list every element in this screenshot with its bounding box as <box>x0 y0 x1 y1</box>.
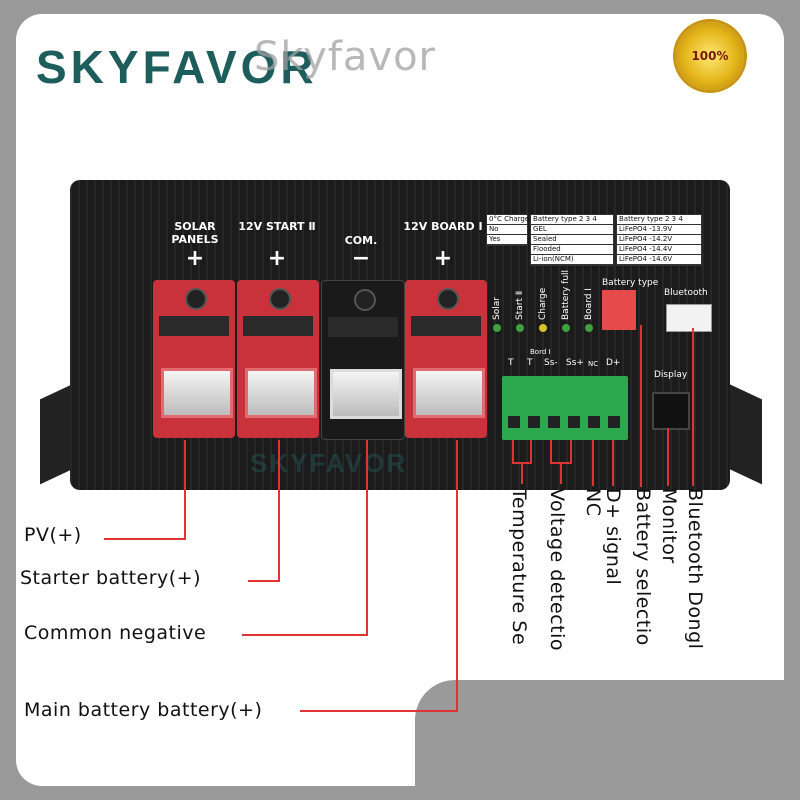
terminal-label-t1: T <box>508 358 514 368</box>
battery-row: GEL <box>531 225 613 235</box>
bluetooth-port <box>666 304 712 332</box>
led-label-battery-full: Battery full <box>561 269 571 320</box>
connector-com <box>321 280 405 440</box>
led-label-solar: Solar <box>492 297 502 320</box>
device-watermark: SKYFAVOR <box>250 448 408 478</box>
polarity-start: + <box>267 246 287 271</box>
bottom-band <box>415 680 800 800</box>
charge-table: 0°C Charge No Yes <box>486 214 530 246</box>
polarity-com: − <box>351 246 371 271</box>
led-start <box>516 324 524 332</box>
connector-start <box>237 280 319 438</box>
brand-logo: SKYFAVOR <box>36 41 318 93</box>
battery-type-label: Battery type <box>602 278 659 288</box>
callout-d-plus-signal: D+ signal <box>602 488 624 586</box>
charge-row: Yes <box>487 235 527 245</box>
callout-monitor: Monitor <box>658 488 680 564</box>
connector-board <box>405 280 487 438</box>
connector-label-com: COM. <box>344 234 378 247</box>
lifepo-table: Battery type 2 3 4 LiFePO4 -13.9V LiFePO… <box>616 214 702 266</box>
connector-label-board: 12V BOARD Ⅰ <box>403 220 483 233</box>
battery-row: Flooded <box>531 245 613 255</box>
callout-starter-battery: Starter battery(+) <box>20 567 202 589</box>
callout-bluetooth-dongle: Bluetooth Dongl <box>684 488 706 650</box>
connector-label-solar: SOLAR PANELS <box>171 220 219 246</box>
callout-main-battery: Main battery battery(+) <box>24 699 263 721</box>
callout-common-negative: Common negative <box>24 622 207 644</box>
battery-row: Sealed <box>531 235 613 245</box>
led-label-charge: Charge <box>538 287 548 320</box>
callout-voltage-detection: Voltage detectio <box>546 488 568 651</box>
guarantee-seal-icon: 100% <box>676 22 744 90</box>
seal-text: 100% <box>691 49 729 63</box>
lifepo-row: LiFePO4 -14.4V <box>617 245 701 255</box>
polarity-board: + <box>433 246 453 271</box>
connector-solar <box>153 280 235 438</box>
lifepo-row: LiFePO4 -14.6V <box>617 255 701 265</box>
callout-nc: NC <box>582 488 604 517</box>
dip-switch[interactable] <box>602 290 636 330</box>
terminal-label-dplus: D+ <box>606 358 621 368</box>
battery-table-header: Battery type 2 3 4 <box>531 215 613 225</box>
brand-watermark: Skyfavor <box>254 34 436 80</box>
terminal-label-nc: NC <box>588 360 599 368</box>
led-battery-full <box>562 324 570 332</box>
bluetooth-label: Bluetooth <box>664 288 708 298</box>
led-charge <box>539 324 547 332</box>
lifepo-table-header: Battery type 2 3 4 <box>617 215 701 225</box>
charge-row: No <box>487 225 527 235</box>
callout-temperature-sensor: Temperature Se <box>508 488 530 646</box>
terminal-label-ss-plus: Ss+ <box>566 358 584 368</box>
lifepo-row: LiFePO4 -13.9V <box>617 225 701 235</box>
terminal-label-ss-minus: Ss- <box>544 358 558 368</box>
led-label-start: Start Ⅱ <box>515 290 525 320</box>
display-label: Display <box>654 370 688 380</box>
terminal-block <box>502 376 628 440</box>
led-board <box>585 324 593 332</box>
charge-table-header: 0°C Charge <box>487 215 530 225</box>
display-port <box>652 392 690 430</box>
callout-battery-selection: Battery selectio <box>632 488 654 646</box>
battery-type-table: Battery type 2 3 4 GEL Sealed Flooded Li… <box>530 214 614 266</box>
battery-row: Li-ion(NCM) <box>531 255 613 265</box>
terminal-label-t2: T <box>527 358 533 368</box>
led-solar <box>493 324 501 332</box>
polarity-solar: + <box>185 246 205 271</box>
led-label-board: Board Ⅰ <box>584 288 594 320</box>
connector-label-start: 12V START Ⅱ <box>238 220 316 233</box>
callout-pv: PV(+) <box>24 524 82 546</box>
lifepo-row: LiFePO4 -14.2V <box>617 235 701 245</box>
bord-label: Bord Ⅰ <box>530 348 551 356</box>
